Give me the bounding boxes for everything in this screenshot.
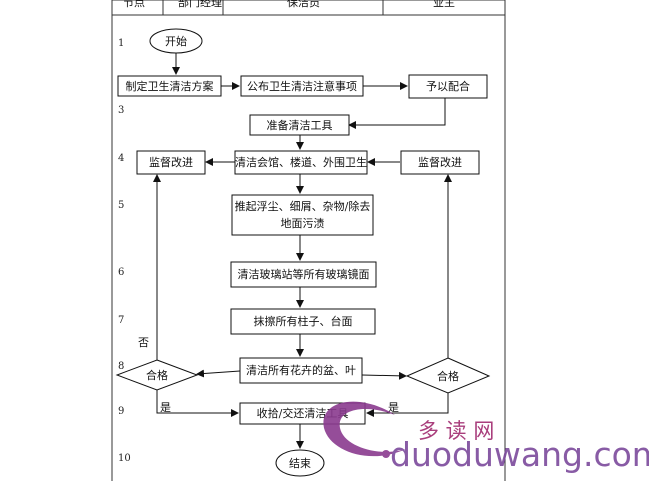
edge-label-yes-left: 是 (160, 401, 171, 414)
header-col-node: 节点 (123, 0, 145, 9)
qualified-right-label: 合格 (437, 369, 459, 383)
step-number: 5 (118, 200, 124, 211)
dust-label-line1: 推起浮尘、细屑、杂物/除去 (235, 199, 371, 213)
glass-label: 清洁玻璃站等所有玻璃镜面 (238, 267, 370, 281)
plants-label: 清洁所有花卉的盆、叶 (246, 363, 356, 377)
end-node: 结束 (275, 449, 325, 477)
end-label: 结束 (289, 457, 311, 470)
step-number: 4 (118, 153, 124, 164)
clean-hall-label: 清洁会馆、楼道、外围卫生 (235, 155, 367, 169)
qualified-left-label: 合格 (146, 368, 168, 382)
header-col-manager: 部门经理 (178, 0, 222, 9)
supervise-left-label: 监督改进 (149, 155, 193, 169)
step-number: 6 (118, 267, 124, 278)
process-tools-label: 准备清洁工具 (267, 118, 333, 132)
supervise-right-label: 监督改进 (418, 155, 462, 169)
decision-qualified-left: 合格 (115, 359, 199, 391)
process-pillars: 抹擦所有柱子、台面 (230, 308, 376, 335)
watermark: 多 读 网 duoduwang.com (323, 401, 649, 474)
header-col-cleaner: 保洁员 (287, 0, 320, 9)
step-number: 9 (118, 406, 124, 417)
process-plan: 制定卫生清洁方案 (117, 75, 222, 97)
process-cooperate-label: 予以配合 (426, 79, 470, 93)
watermark-en: duoduwang.com (390, 435, 649, 474)
process-plan-label: 制定卫生清洁方案 (126, 79, 214, 93)
start-label: 开始 (165, 34, 187, 48)
process-supervise-left: 监督改进 (136, 150, 206, 175)
step-number: 10 (118, 453, 131, 464)
process-clean-hall: 清洁会馆、楼道、外围卫生 (234, 150, 368, 175)
process-notice: 公布卫生清洁注意事项 (240, 75, 364, 97)
header-col-owner: 业主 (433, 0, 455, 9)
watermark-dot-icon (382, 450, 390, 458)
step-number: 1 (118, 38, 124, 49)
edge-label-yes-right: 是 (388, 401, 399, 414)
start-node: 开始 (149, 28, 203, 54)
watermark-cn: 多 读 网 (418, 419, 494, 443)
process-cooperate: 予以配合 (408, 74, 488, 99)
step-number: 3 (118, 105, 124, 116)
flow-edges (153, 53, 452, 449)
process-tools: 准备清洁工具 (249, 114, 350, 136)
process-glass: 清洁玻璃站等所有玻璃镜面 (230, 261, 377, 288)
process-supervise-right: 监督改进 (400, 150, 480, 175)
process-notice-label: 公布卫生清洁注意事项 (247, 79, 357, 93)
swimlane-frame (111, 0, 506, 481)
edge-label-no: 否 (138, 336, 149, 349)
process-dust: 推起浮尘、细屑、杂物/除去 地面污渍 (231, 194, 374, 236)
pillars-label: 抹擦所有柱子、台面 (254, 314, 353, 328)
decision-qualified-right: 合格 (405, 357, 491, 394)
watermark-swoosh-icon (323, 401, 408, 457)
dust-label-line2: 地面污渍 (281, 217, 325, 230)
step-number: 7 (118, 315, 124, 326)
process-plants: 清洁所有花卉的盆、叶 (239, 357, 363, 384)
step-number: 8 (118, 361, 124, 372)
